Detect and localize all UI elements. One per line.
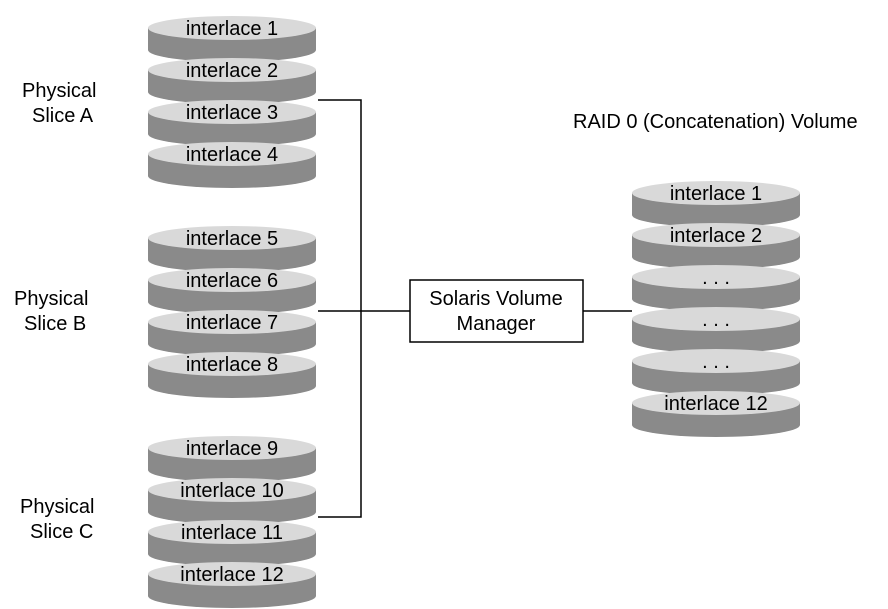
slice-a-disk-4-label: interlace 4 — [186, 144, 278, 166]
slice-b-disk-4: interlace 8 — [148, 352, 316, 398]
slice-b-label-line2: Slice B — [24, 313, 86, 335]
raid0-volume-stack: interlace 1 interlace 2 . . . . . . . . . int… — [632, 181, 800, 437]
slice-a-disk-3-top — [148, 100, 316, 124]
slice-a-disk-1-top — [148, 16, 316, 40]
slice-a-disk-3-label: interlace 3 — [186, 102, 278, 124]
slice-c-label-line1: Physical — [20, 496, 94, 518]
slice-c-disk-2-label: interlace 10 — [180, 480, 283, 502]
slice-c-disk-3: interlace 11 — [148, 520, 316, 566]
volume-disk-5-label: . . . — [702, 351, 730, 373]
slice-b-disk-3: interlace 7 — [148, 310, 316, 356]
slice-c-disk-1-top — [148, 436, 316, 460]
volume-disk-3-label: . . . — [702, 267, 730, 289]
volume-disk-2: interlace 2 — [632, 223, 800, 269]
physical-slice-b: interlace 5 interlace 6 interlace 7 interla… — [148, 226, 316, 398]
slice-c-disk-2-top — [148, 478, 316, 502]
slice-b-disk-3-label: interlace 7 — [186, 312, 278, 334]
volume-disk-3: . . . — [632, 265, 800, 311]
volume-disk-6: interlace 12 — [632, 391, 800, 437]
volume-disk-6-top — [632, 391, 800, 415]
slice-c-disk-3-top — [148, 520, 316, 544]
slice-a-disk-2: interlace 2 — [148, 58, 316, 104]
slice-c-disk-4-top — [148, 562, 316, 586]
slice-b-disk-1-label: interlace 5 — [186, 228, 278, 250]
slice-a-label-line1: Physical — [22, 80, 96, 102]
slice-c-disk-1-label: interlace 9 — [186, 438, 278, 460]
slice-a-disk-1-label: interlace 1 — [186, 18, 278, 40]
volume-disk-5-top — [632, 349, 800, 373]
slice-a-disk-2-top — [148, 58, 316, 82]
manager-label-line2: Manager — [457, 313, 536, 335]
physical-slice-c: interlace 9 interlace 10 interlace 11 inter… — [148, 436, 316, 608]
slice-a-disk-4-top — [148, 142, 316, 166]
slice-b-disk-4-label: interlace 8 — [186, 354, 278, 376]
slice-c-disk-1: interlace 9 — [148, 436, 316, 482]
disk-stacks: interlace 1 interlace 2 interlace 3 interla… — [148, 16, 800, 608]
slice-a-label-line2: Slice A — [32, 105, 94, 127]
slice-c-disk-3-label: interlace 11 — [181, 522, 283, 544]
volume-disk-1-top — [632, 181, 800, 205]
slice-b-disk-3-top — [148, 310, 316, 334]
volume-disk-1-label: interlace 1 — [670, 183, 762, 205]
volume-title: RAID 0 (Concatenation) Volume — [573, 111, 858, 133]
slice-a-disk-3: interlace 3 — [148, 100, 316, 146]
slice-b-disk-1-top — [148, 226, 316, 250]
manager-box-border — [409, 279, 584, 343]
slice-a-disk-1: interlace 1 — [148, 16, 316, 62]
manager-label-line1: Solaris Volume — [429, 288, 562, 310]
volume-disk-6-label: interlace 12 — [664, 393, 767, 415]
slice-a-connector — [318, 99, 362, 518]
physical-slice-a: interlace 1 interlace 2 interlace 3 interla… — [148, 16, 316, 188]
solaris-volume-manager-box: Solaris Volume Manager — [409, 279, 584, 343]
slice-b-disk-4-top — [148, 352, 316, 376]
slice-b-disk-2: interlace 6 — [148, 268, 316, 314]
slice-b-label-line1: Physical — [14, 288, 88, 310]
volume-disk-2-top — [632, 223, 800, 247]
slice-c-disk-4: interlace 12 — [148, 562, 316, 608]
slice-a-disk-4: interlace 4 — [148, 142, 316, 188]
slice-b-disk-1: interlace 5 — [148, 226, 316, 272]
slice-c-label-line2: Slice C — [30, 521, 93, 543]
volume-disk-1: interlace 1 — [632, 181, 800, 227]
slice-a-disk-2-label: interlace 2 — [186, 60, 278, 82]
volume-disk-4-top — [632, 307, 800, 331]
volume-disk-4: . . . — [632, 307, 800, 353]
volume-disk-2-label: interlace 2 — [670, 225, 762, 247]
slice-b-disk-2-top — [148, 268, 316, 292]
slice-c-disk-2: interlace 10 — [148, 478, 316, 524]
volume-disk-5: . . . — [632, 349, 800, 395]
volume-disk-3-top — [632, 265, 800, 289]
slice-c-disk-4-label: interlace 12 — [180, 564, 283, 586]
volume-disk-4-label: . . . — [702, 309, 730, 331]
connector-lines — [318, 99, 632, 518]
slice-b-disk-2-label: interlace 6 — [186, 270, 278, 292]
